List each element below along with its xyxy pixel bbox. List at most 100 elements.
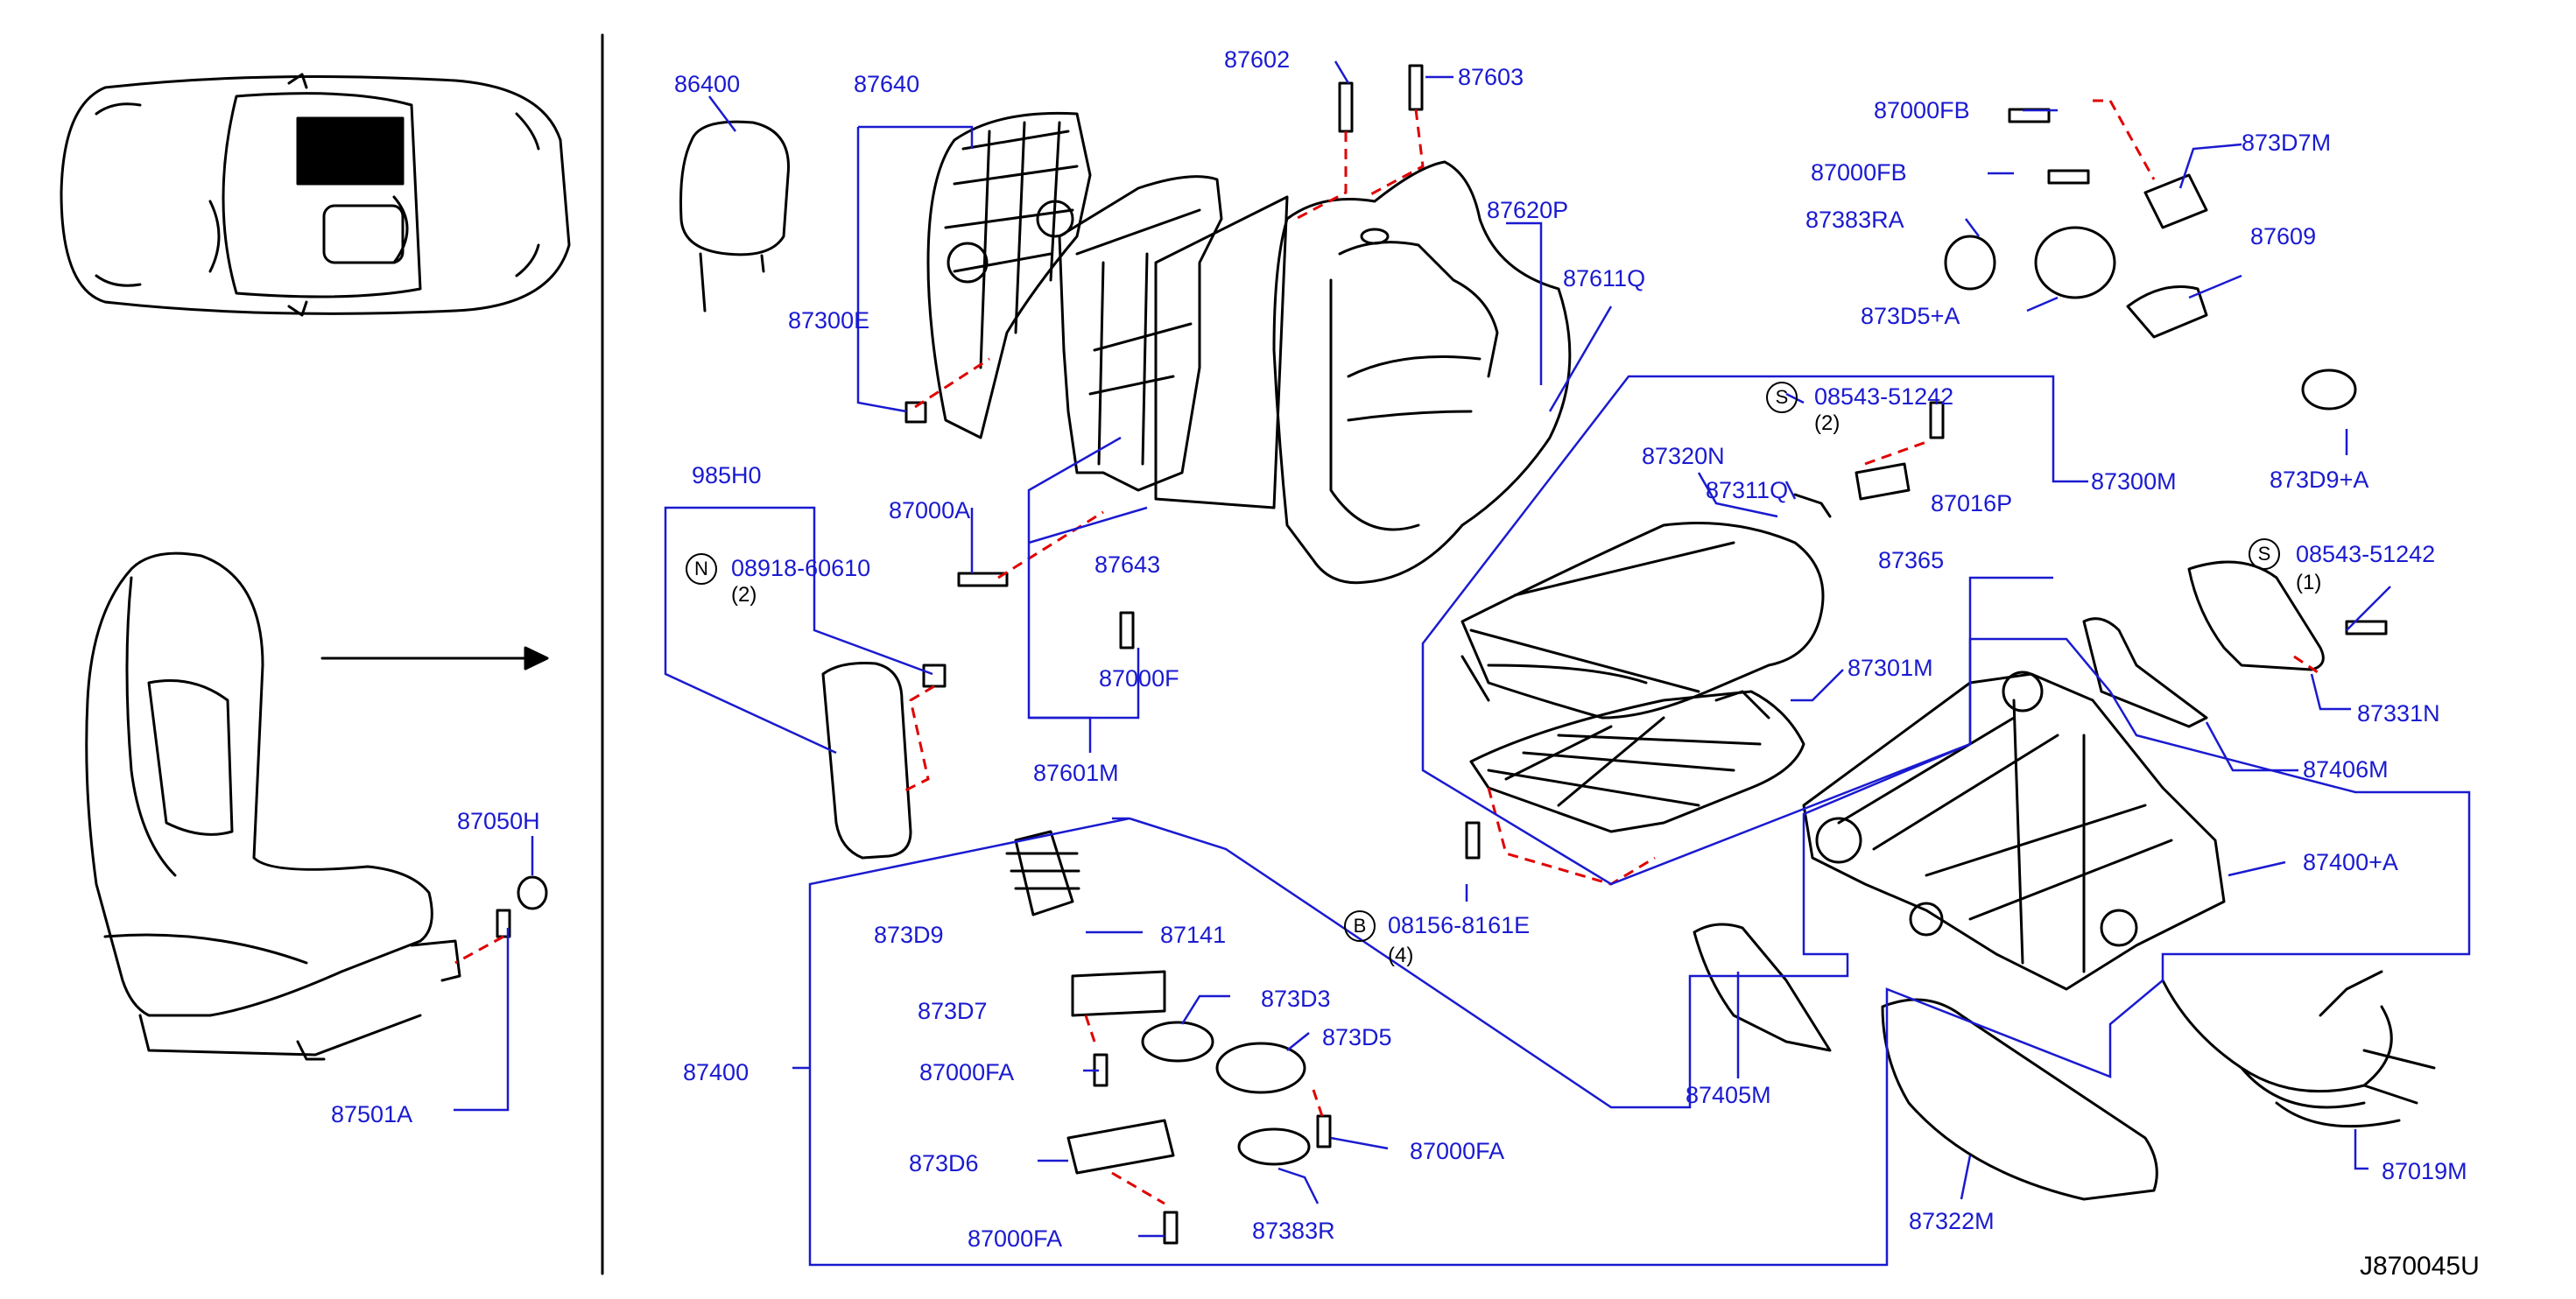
connector-d7m-illustration xyxy=(2143,173,2208,229)
leader-87400 xyxy=(792,637,2471,1267)
dash-87602 xyxy=(1295,131,1348,221)
callout-873d3[interactable]: 873D3 xyxy=(1261,986,1331,1012)
callout-87016p[interactable]: 87016P xyxy=(1931,490,2013,516)
leader-87301m xyxy=(1791,669,1844,702)
dash-873d7 xyxy=(1084,1015,1096,1043)
seat-assembly-illustration xyxy=(85,551,461,1061)
cushion-frame-illustration xyxy=(1469,690,1805,833)
callout-87301m[interactable]: 87301M xyxy=(1848,655,1933,681)
callout-873d9a[interactable]: 873D9+A xyxy=(2270,467,2369,493)
seatback-frame-illustration xyxy=(926,111,1223,492)
symbol-s-2: S xyxy=(2249,538,2280,570)
back-panel-illustration xyxy=(1154,195,1289,509)
bolt-illustration xyxy=(1119,611,1135,650)
callout-08543-51242-a[interactable]: 08543-51242 xyxy=(1814,383,1954,410)
callout-87000fa-2[interactable]: 87000FA xyxy=(1410,1138,1505,1164)
callout-08543-51242-b[interactable]: 08543-51242 xyxy=(2296,541,2436,567)
callout-87331n[interactable]: 87331N xyxy=(2357,700,2440,727)
nut-illustration xyxy=(922,664,947,688)
callout-86400[interactable]: 86400 xyxy=(674,71,741,97)
leader-87383r xyxy=(1277,1167,1320,1204)
callout-87620p[interactable]: 87620P xyxy=(1487,197,1569,223)
leader-87300m xyxy=(1421,375,2088,886)
symbol-s-1: S xyxy=(1766,382,1798,413)
callout-87383ra[interactable]: 87383RA xyxy=(1805,207,1904,233)
dash-87016p xyxy=(1864,440,1927,466)
callout-87300e[interactable]: 87300E xyxy=(788,307,870,334)
leader-87601m xyxy=(1029,716,1092,753)
callout-87400a[interactable]: 87400+A xyxy=(2303,849,2398,875)
callout-87000fa-1[interactable]: 87000FA xyxy=(919,1059,1015,1085)
callout-87300m[interactable]: 87300M xyxy=(2091,468,2177,495)
callout-87019m[interactable]: 87019M xyxy=(2382,1158,2467,1184)
dash-87603 xyxy=(1365,109,1425,199)
callout-873d6[interactable]: 873D6 xyxy=(909,1150,979,1176)
callout-08918-60610[interactable]: 08918-60610 xyxy=(731,555,871,581)
callout-87000fb-2[interactable]: 87000FB xyxy=(1811,159,1907,186)
callout-87601m[interactable]: 87601M xyxy=(1033,760,1119,786)
bolt-illustration xyxy=(1316,1114,1332,1148)
ring-illustration xyxy=(1944,235,1996,291)
leader-87620p xyxy=(1506,221,1543,385)
seat-cushion-illustration xyxy=(1460,522,1825,720)
o-ring-illustration xyxy=(1237,1127,1311,1166)
callout-87322m[interactable]: 87322M xyxy=(1909,1208,1995,1234)
quantity-08156: (4) xyxy=(1388,944,1414,967)
motor-pump-illustration xyxy=(1005,830,1080,916)
callout-873d9[interactable]: 873D9 xyxy=(874,922,944,948)
leader-87320n xyxy=(1697,472,1778,518)
side-trim-illustration-2 xyxy=(2082,617,2208,728)
headrest-illustration xyxy=(679,120,790,312)
callout-87311q[interactable]: 87311Q xyxy=(1706,477,1789,503)
callout-87405m[interactable]: 87405M xyxy=(1686,1082,1771,1108)
callout-87383r[interactable]: 87383R xyxy=(1252,1218,1335,1244)
leader-87406m xyxy=(2205,721,2298,772)
clip-illustration xyxy=(904,401,927,424)
bolt-illustration xyxy=(957,572,1009,587)
leader-87602 xyxy=(1334,60,1350,84)
callout-87141[interactable]: 87141 xyxy=(1160,922,1227,948)
wiring-harness-illustration xyxy=(2161,970,2436,1128)
seal-ring-illustration xyxy=(1141,1021,1214,1063)
callout-08156-8161e[interactable]: 08156-8161E xyxy=(1388,912,1531,938)
callout-873d5a[interactable]: 873D5+A xyxy=(1861,303,1960,329)
diagram-code: J870045U xyxy=(2360,1252,2480,1281)
side-cover-illustration xyxy=(1881,998,2158,1201)
callout-87603[interactable]: 87603 xyxy=(1458,64,1524,90)
cover-609-illustration xyxy=(2126,285,2208,339)
callout-985h0[interactable]: 985H0 xyxy=(692,462,762,488)
quantity-08918: (2) xyxy=(731,583,757,607)
callout-87000fb-1[interactable]: 87000FB xyxy=(1874,97,1970,123)
module-box-illustration xyxy=(1066,1119,1175,1175)
leader-87643 xyxy=(1028,506,1148,544)
callout-87611q[interactable]: 87611Q xyxy=(1563,265,1646,291)
leader-87311q xyxy=(1784,481,1797,500)
callout-87643[interactable]: 87643 xyxy=(1094,551,1161,578)
bracket-016p-illustration xyxy=(1855,462,1911,501)
clip-365-illustration xyxy=(1793,493,1832,518)
callout-87050h[interactable]: 87050H xyxy=(457,808,540,834)
leader-85512 xyxy=(2346,586,2391,631)
leader-873d7m xyxy=(2178,143,2242,189)
callout-87609[interactable]: 87609 xyxy=(2250,223,2317,249)
callout-87000f[interactable]: 87000F xyxy=(1099,665,1179,692)
callout-87406m[interactable]: 87406M xyxy=(2303,756,2389,783)
motor-unit-illustration xyxy=(1071,970,1166,1017)
leader-873d3 xyxy=(1180,994,1230,1025)
callout-873d7m[interactable]: 873D7M xyxy=(2242,130,2332,156)
bolt-illustration xyxy=(1408,64,1424,111)
callout-873d5[interactable]: 873D5 xyxy=(1322,1024,1392,1050)
callout-87640[interactable]: 87640 xyxy=(854,71,920,97)
callout-87000a[interactable]: 87000A xyxy=(889,497,971,523)
callout-87400[interactable]: 87400 xyxy=(683,1059,750,1085)
callout-87602[interactable]: 87602 xyxy=(1224,46,1291,73)
callout-87365[interactable]: 87365 xyxy=(1878,547,1945,573)
leader-87640 xyxy=(856,125,974,413)
pump-assy-illustration xyxy=(2301,369,2357,411)
leader-87501a xyxy=(454,928,510,1112)
callout-87000fa-3[interactable]: 87000FA xyxy=(968,1225,1063,1252)
callout-873d7[interactable]: 873D7 xyxy=(918,998,988,1024)
callout-87320n[interactable]: 87320N xyxy=(1642,443,1725,469)
callout-87501a[interactable]: 87501A xyxy=(331,1101,413,1127)
dash-armrest-nut xyxy=(901,685,935,794)
